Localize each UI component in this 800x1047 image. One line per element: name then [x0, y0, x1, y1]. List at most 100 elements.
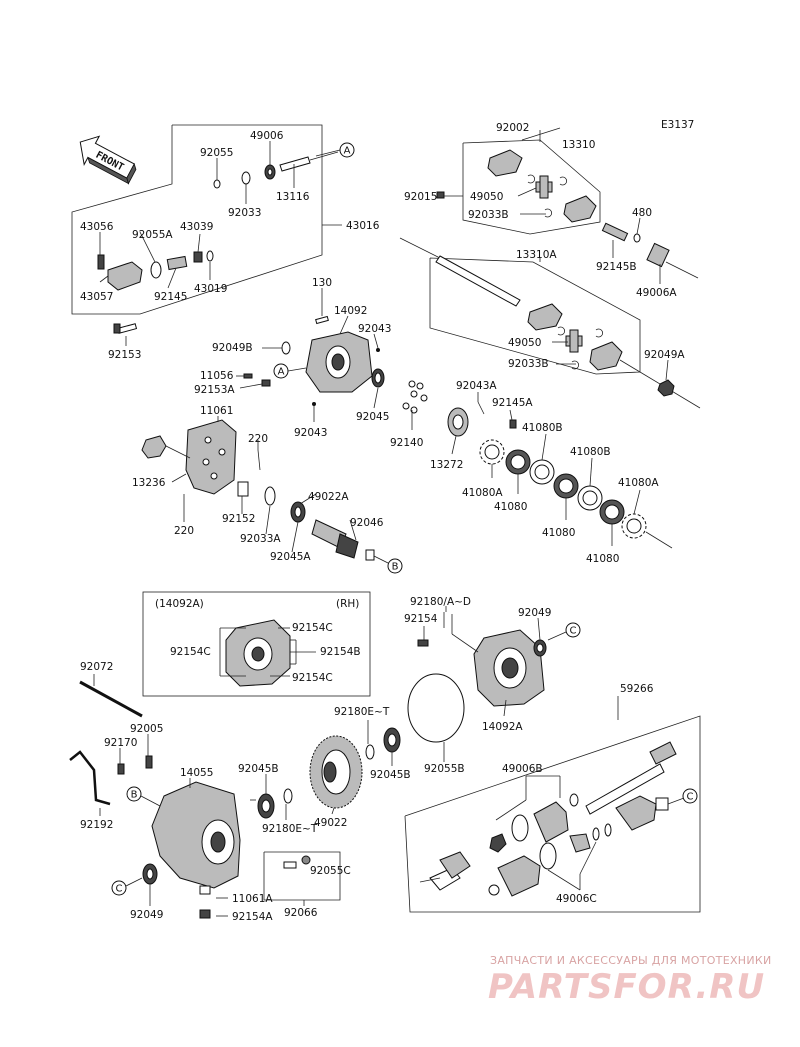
label-92045B: 92045B: [238, 763, 279, 775]
watermark: ЗАПЧАСТИ И АКСЕССУАРЫ ДЛЯ МОТОТЕХНИКИ PA…: [488, 954, 771, 1007]
pins-92043: [312, 348, 380, 406]
label-41080A: 41080A: [462, 487, 503, 499]
svg-text:B: B: [392, 562, 399, 573]
bolt-92153A: [261, 379, 271, 387]
washer-480: [633, 233, 641, 243]
label-92154C-3: 92154C: [292, 672, 333, 684]
label-480: 480: [632, 207, 652, 219]
label-49006B: 49006B: [502, 763, 543, 775]
bolt-43056: [97, 254, 105, 270]
label-92055A: 92055A: [132, 229, 173, 241]
label-92140: 92140: [390, 437, 423, 449]
group-outline-92066: [263, 851, 341, 901]
callout-a-mid: A: [273, 363, 307, 379]
boot-49006C: [419, 842, 557, 897]
label-92055B: 92055B: [424, 763, 465, 775]
label-43019: 43019: [194, 283, 227, 295]
label-43039: 43039: [180, 221, 213, 233]
bearing-49022A: [290, 501, 306, 523]
yoke-92002: [487, 127, 561, 177]
label-14092A: 14092A: [482, 721, 523, 733]
bearing-92045: [371, 368, 385, 388]
label-92180AD: 92180/A~D: [410, 596, 471, 608]
label-41080: 41080: [494, 501, 527, 513]
label-41080-b: 41080: [542, 527, 575, 539]
label-130: 130: [312, 277, 332, 289]
label-41080B: 41080B: [522, 422, 563, 434]
label-41080-c: 41080: [586, 553, 619, 565]
label-13116: 13116: [276, 191, 310, 203]
pins-92180: [443, 612, 453, 634]
leader-lines-top-left: [99, 141, 342, 346]
pin-92043A: [477, 401, 485, 415]
label-92154A: 92154A: [232, 911, 273, 923]
label-49006A: 49006A: [636, 287, 677, 299]
inset-title: (14092A): [155, 598, 204, 610]
bushing-92152: [237, 481, 249, 497]
watermark-brand: PARTSFOR.RU: [488, 967, 765, 1007]
washer-92055: [213, 179, 221, 189]
label-92045: 92045: [356, 411, 389, 423]
shaft-13236: [141, 435, 191, 459]
label-49022A: 49022A: [308, 491, 349, 503]
nut-92015: [436, 191, 445, 199]
clutch-plate-41080B-1: [529, 459, 555, 485]
label-43056: 43056: [80, 221, 114, 233]
inset-side: (RH): [336, 598, 359, 610]
ring-92055A: [150, 261, 162, 279]
bolts-220: [183, 449, 261, 510]
hub-14092A-inset: [225, 619, 291, 687]
callout-c-mid: C: [547, 622, 581, 641]
nut-92049A: [657, 379, 675, 397]
clips-shaft: [569, 823, 612, 853]
clips-92033B: [527, 174, 568, 218]
label-49006C: 49006C: [556, 893, 597, 905]
label-49022: 49022: [314, 817, 347, 829]
label-92043: 92043: [358, 323, 391, 335]
group-outline-43016: [71, 124, 323, 315]
label-92049-b: 92049: [130, 909, 163, 921]
label-92154B: 92154B: [320, 646, 361, 658]
clutch-plate-41080B-2: [577, 485, 603, 511]
plate-13272: [447, 407, 469, 437]
washer-92049B: [281, 341, 291, 355]
callout-b-bottom: B: [126, 786, 161, 807]
group-outline-59266: [404, 715, 701, 913]
clamps-92170-92005: [117, 734, 153, 775]
clutch-plate-41080-3: [599, 499, 625, 525]
ring-gear-49022: [309, 735, 363, 815]
label-41080B-b: 41080B: [570, 446, 611, 458]
leader-lines-prop: [539, 258, 669, 381]
front-arrow-icon: FRONT: [79, 135, 137, 185]
label-92015: 92015: [404, 191, 437, 203]
pinion-92046: [311, 519, 375, 561]
label-92049B: 92049B: [212, 342, 253, 354]
callout-c-bottom: C: [111, 877, 143, 896]
clutch-plate-41080-1: [505, 449, 531, 475]
label-92072: 92072: [80, 661, 113, 673]
oring-92055B: [407, 673, 465, 762]
clutch-plate-41080-2: [553, 473, 579, 499]
bolt-92154A: [199, 909, 211, 919]
pin-43039: [193, 251, 203, 263]
label-92043A: 92043A: [456, 380, 497, 392]
bolt-130: [315, 315, 329, 325]
label-92033A: 92033A: [240, 533, 281, 545]
caliper-43057: [107, 261, 143, 291]
label-92033: 92033: [228, 207, 261, 219]
label-13310: 13310: [562, 139, 595, 151]
label-92066: 92066: [284, 907, 318, 919]
label-92055C: 92055C: [310, 865, 351, 877]
leader-lines-hub: [423, 606, 541, 717]
label-92153: 92153: [108, 349, 141, 361]
part-labels: 92055 49006 92033 13116 43016 43056 9205…: [80, 122, 685, 923]
label-13272: 13272: [430, 459, 463, 471]
washer-43019: [206, 250, 214, 262]
leader-lines-final: [216, 799, 305, 917]
svg-text:C: C: [570, 626, 577, 637]
leader-lines-mid: [236, 288, 641, 546]
label-49050: 49050: [470, 191, 503, 203]
label-41080A-b: 41080A: [618, 477, 659, 489]
